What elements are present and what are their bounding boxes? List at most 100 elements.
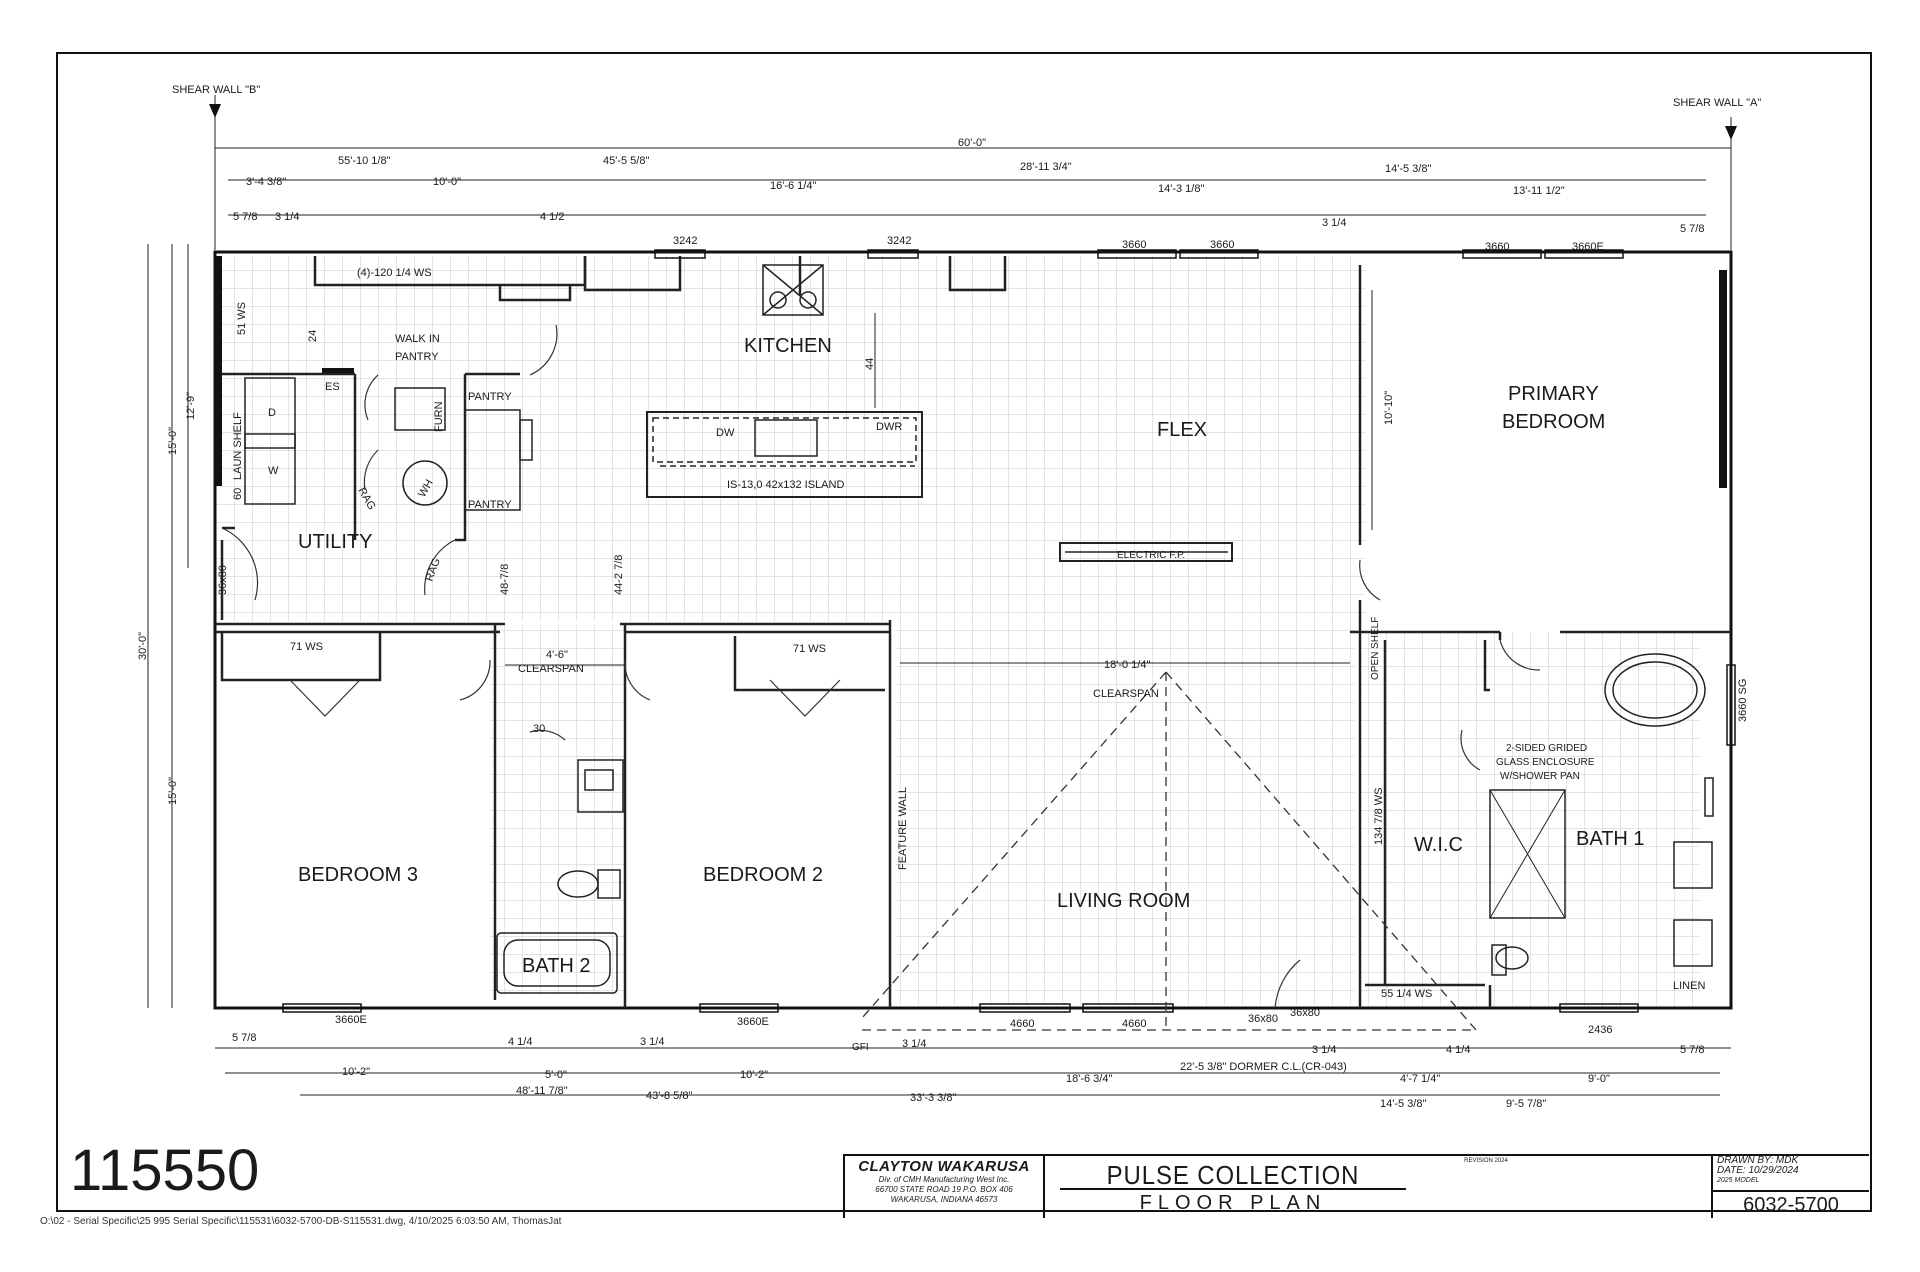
window-label: 3660 [1485, 241, 1509, 253]
door-label: 36x80 [1290, 1007, 1320, 1019]
label-electric-fp: ELECTRIC F.P. [1117, 550, 1185, 561]
room-wic: W.I.C [1414, 834, 1463, 856]
label-60: 60 [232, 488, 244, 500]
window-label: 3242 [673, 235, 697, 247]
company-name: CLAYTON WAKARUSA [858, 1158, 1030, 1175]
label-furn: FURN [433, 401, 445, 432]
dim-top-s1: 3'-4 3/8" [246, 176, 286, 188]
label-island: IS-13,0 42x132 ISLAND [727, 479, 844, 491]
label-gfi: GFI [852, 1042, 869, 1053]
label-ws-51: 51 WS [236, 302, 248, 335]
dim-bottom-dormer: 22'-5 3/8" DORMER C.L.(CR-043) [1180, 1061, 1347, 1073]
serial-number: 115550 [70, 1138, 260, 1203]
dim-top-t3: 4 1/2 [540, 211, 564, 223]
label-pantry: PANTRY [468, 391, 512, 403]
label-dwr: DWR [876, 421, 902, 433]
room-flex: FLEX [1157, 419, 1207, 441]
company-city: WAKARUSA, INDIANA 46573 [890, 1195, 998, 1204]
dim-top-d4: 14'-5 3/8" [1385, 163, 1431, 175]
dim-top-s5: 13'-11 1/2" [1513, 185, 1565, 197]
label-dryer: D [268, 407, 276, 419]
shear-arrows [209, 104, 1737, 140]
window-label: 3660 [1122, 239, 1146, 251]
dim-bottom-e1: 48'-11 7/8" [516, 1085, 568, 1097]
shear-wall-b-label: SHEAR WALL "B" [172, 84, 260, 96]
window-label: 3660E [1572, 241, 1604, 253]
dim-bottom-e2: 43'-8 5/8" [646, 1090, 692, 1102]
dim-left-upper-inner: 12'-9" [185, 392, 197, 420]
dim-top-t2: 3 1/4 [275, 211, 299, 223]
label-24: 24 [307, 330, 319, 342]
model-number: 6032-5700 [1713, 1190, 1869, 1218]
dim-top-s3: 16'-6 1/4" [770, 180, 816, 192]
room-bedroom-2: BEDROOM 2 [703, 864, 823, 886]
label-laun-shelf: LAUN SHELF [232, 412, 244, 480]
label-open-shelf: OPEN SHELF [1370, 617, 1381, 680]
dim-top-d3: 28'-11 3/4" [1020, 161, 1072, 173]
dim-bottom-b6: 4 1/4 [1446, 1044, 1470, 1056]
door-label: 36x80 [217, 565, 229, 595]
window-label: 3242 [887, 235, 911, 247]
room-living: LIVING ROOM [1057, 890, 1190, 912]
label-height-48: 48-7/8 [499, 564, 511, 595]
dim-bottom-e5: 9'-5 7/8" [1506, 1098, 1546, 1110]
file-path: O:\02 - Serial Specific\25 995 Serial Sp… [40, 1216, 562, 1227]
company-address: 66700 STATE ROAD 19 P.O. BOX 406 [875, 1185, 1013, 1194]
dim-bottom-c1: 10'-2" [342, 1066, 370, 1078]
dim-bottom-b2: 4 1/4 [508, 1036, 532, 1048]
dormer-lines [861, 671, 1477, 1031]
label-ws-71: 71 WS [290, 641, 323, 653]
shear-wall-marks [215, 256, 1727, 488]
room-walk-in-pantry: WALK IN [395, 333, 440, 345]
window-label: 3660E [737, 1016, 769, 1028]
model-year: 2025 MODEL [1717, 1177, 1760, 1184]
room-bath-2: BATH 2 [522, 955, 591, 977]
label-clearspan-a: CLEARSPAN [518, 663, 584, 675]
dim-left-upper: 15'-0" [167, 427, 179, 455]
sheet-title: FLOOR PLAN [1139, 1192, 1327, 1214]
company-block: CLAYTON WAKARUSA Div. of CMH Manufacturi… [843, 1156, 1043, 1218]
fixtures [244, 249, 1736, 1013]
collection-block: PULSE COLLECTION FLOOR PLAN [1043, 1156, 1421, 1218]
label-washer: W [268, 465, 279, 477]
room-walk-in-pantry: PANTRY [395, 351, 439, 363]
dim-bottom-b5: 3 1/4 [1312, 1044, 1336, 1056]
label-primary-10-10: 10'-10" [1383, 391, 1395, 425]
label-clearspan-b-dim: 18'-0 1/4" [1104, 659, 1150, 671]
label-feature-wall: FEATURE WALL [897, 787, 909, 870]
window-label: 2436 [1588, 1024, 1612, 1036]
dim-bottom-b1: 5 7/8 [232, 1032, 256, 1044]
dim-top-t4: 3 1/4 [1322, 217, 1346, 229]
dim-top-s2: 10'-0" [433, 176, 461, 188]
dim-bottom-b7: 5 7/8 [1680, 1044, 1704, 1056]
label-ws-120: (4)-120 1/4 WS [357, 267, 432, 279]
label-door-36x80: 36x80 [1248, 1013, 1278, 1025]
label-clearspan-a-dim: 4'-6" [546, 649, 568, 661]
dim-bottom-c5: 4'-7 1/4" [1400, 1073, 1440, 1085]
label-ws-55: 55 1/4 WS [1381, 988, 1432, 1000]
dim-bottom-c4: 18'-6 3/4" [1066, 1073, 1112, 1085]
label-dw: DW [716, 427, 735, 439]
label-glass-enclosure: 2-SIDED GRIDED [1506, 743, 1587, 754]
room-bath-1: BATH 1 [1576, 828, 1645, 850]
interior-walls [215, 256, 1731, 1008]
dim-top-s4: 14'-3 1/8" [1158, 183, 1204, 195]
dim-bottom-e4: 14'-5 3/8" [1380, 1098, 1426, 1110]
room-kitchen: KITCHEN [744, 335, 832, 357]
label-glass-enclosure: GLASS ENCLOSURE [1496, 757, 1595, 768]
dimension-lines [147, 95, 1732, 1096]
label-30: 30 [533, 723, 545, 735]
label-pantry: PANTRY [468, 499, 512, 511]
title-block: CLAYTON WAKARUSA Div. of CMH Manufacturi… [843, 1154, 1869, 1218]
window-label: 4660 [1010, 1018, 1034, 1030]
window-label: 3660E [335, 1014, 367, 1026]
floor-tiles [215, 256, 1700, 1010]
room-linen: LINEN [1673, 980, 1705, 992]
dim-left-lower: 15'-0" [167, 777, 179, 805]
dim-bottom-c3: 10'-2" [740, 1069, 768, 1081]
company-division: Div. of CMH Manufacturing West Inc. [878, 1175, 1010, 1184]
dim-top-t1: 5 7/8 [233, 211, 257, 223]
label-44: 44 [864, 358, 876, 370]
revision-block: REVISION 2024 [1421, 1156, 1551, 1218]
